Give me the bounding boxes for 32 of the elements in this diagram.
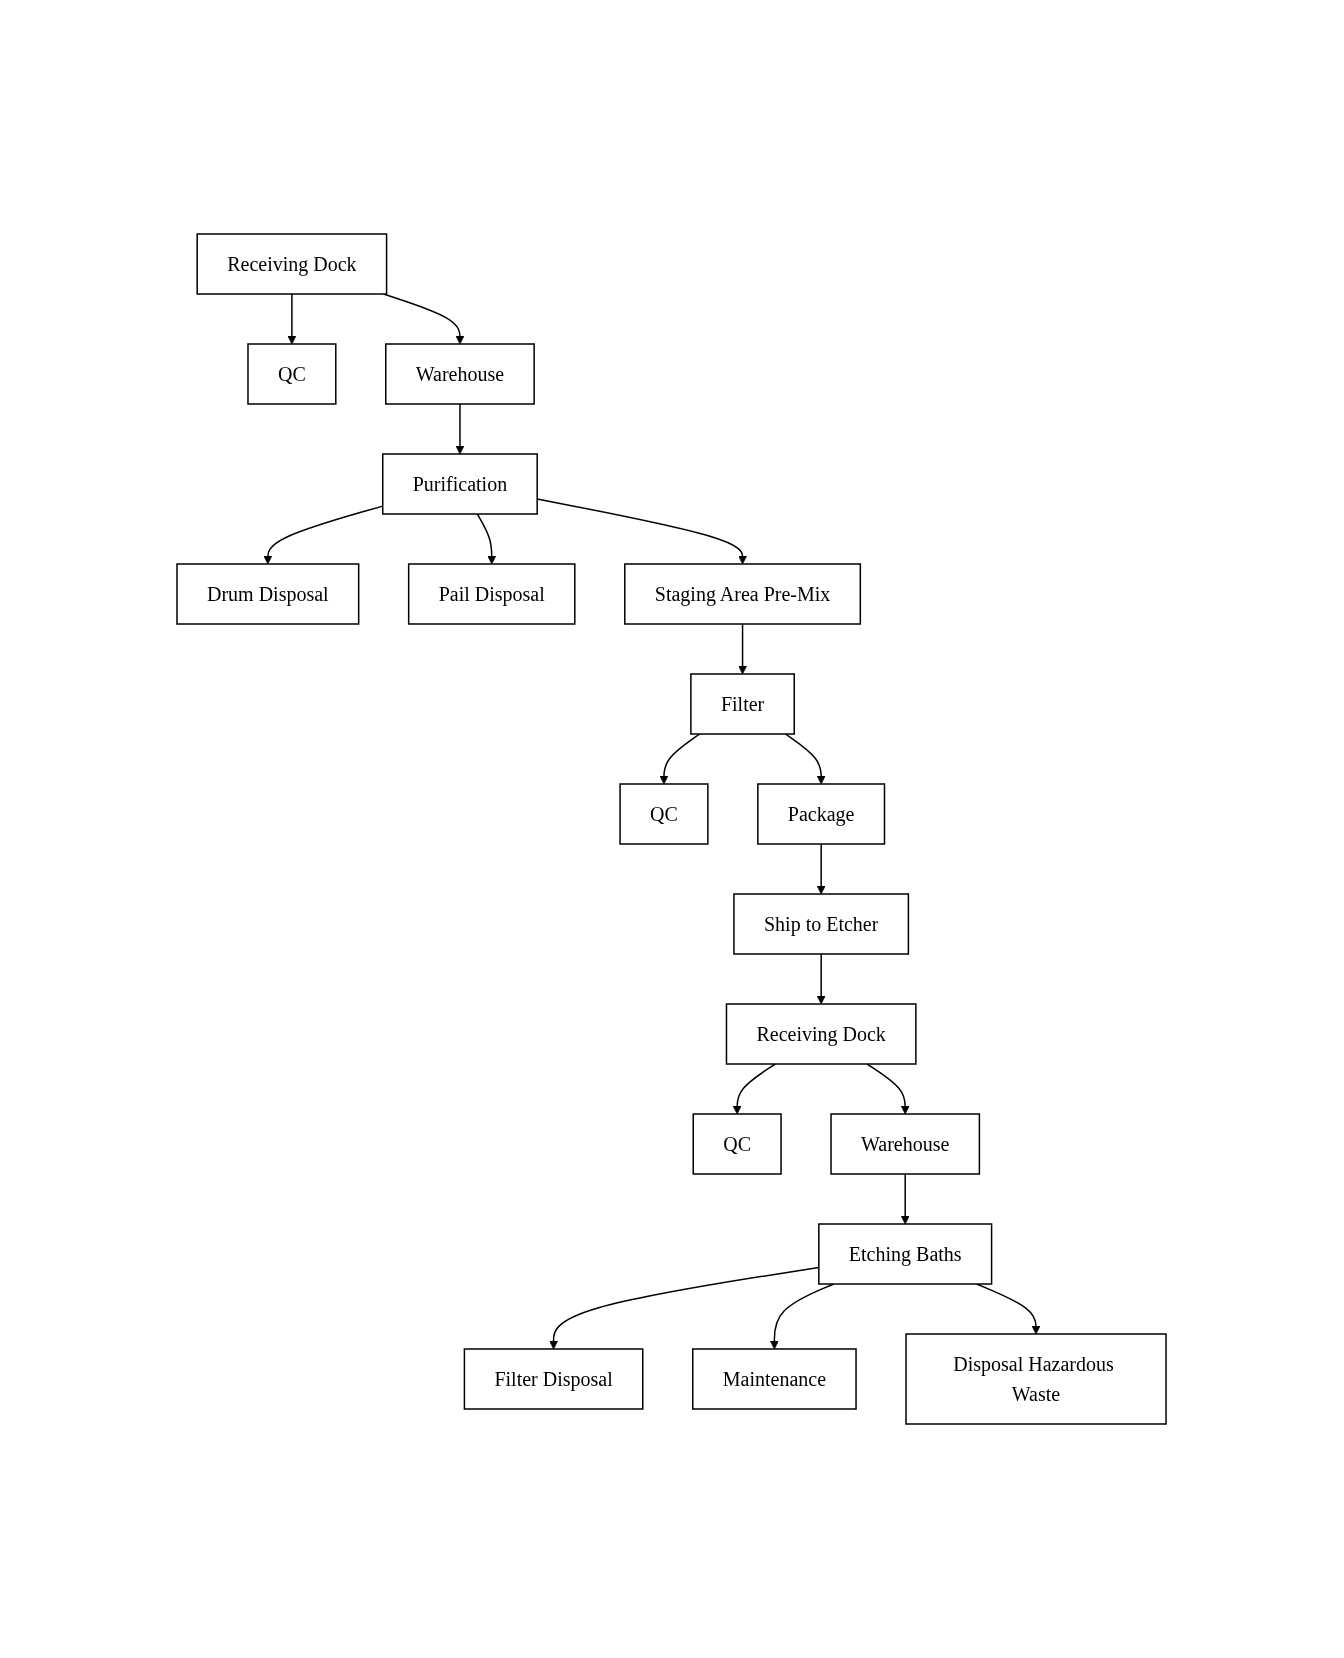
node-box: Warehouse (385, 343, 536, 405)
node-box: Package (757, 783, 886, 845)
arrow (976, 1283, 1041, 1335)
node-box: QC (619, 783, 710, 845)
arrow (785, 733, 827, 785)
arrow (733, 1063, 777, 1115)
node-box: Staging Area Pre-Mix (624, 563, 862, 625)
node-box: Disposal Hazardous Waste (905, 1333, 1168, 1425)
node-box: Maintenance (692, 1348, 858, 1410)
arrow (660, 733, 701, 785)
node-box: QC (692, 1113, 783, 1175)
node-box: Etching Baths (818, 1223, 993, 1285)
arrow (383, 293, 465, 345)
arrow (477, 513, 497, 565)
node-box: Filter (690, 673, 796, 735)
node-box: Receiving Dock (726, 1003, 918, 1065)
node-box: Warehouse (830, 1113, 981, 1175)
node-box: Drum Disposal (176, 563, 360, 625)
arrow (901, 1173, 911, 1225)
arrow (817, 953, 827, 1005)
node-box: Receiving Dock (196, 233, 388, 295)
arrow (866, 1063, 911, 1115)
node-box: QC (247, 343, 337, 405)
node-box: Ship to Etcher (733, 893, 910, 955)
arrow (263, 505, 384, 565)
arrow (817, 843, 827, 895)
arrow (456, 403, 465, 455)
node-box: Purification (382, 453, 539, 515)
arrow (738, 623, 748, 675)
node-box: Filter Disposal (464, 1348, 644, 1410)
arrow (287, 293, 297, 345)
node-box: Pail Disposal (408, 563, 577, 625)
